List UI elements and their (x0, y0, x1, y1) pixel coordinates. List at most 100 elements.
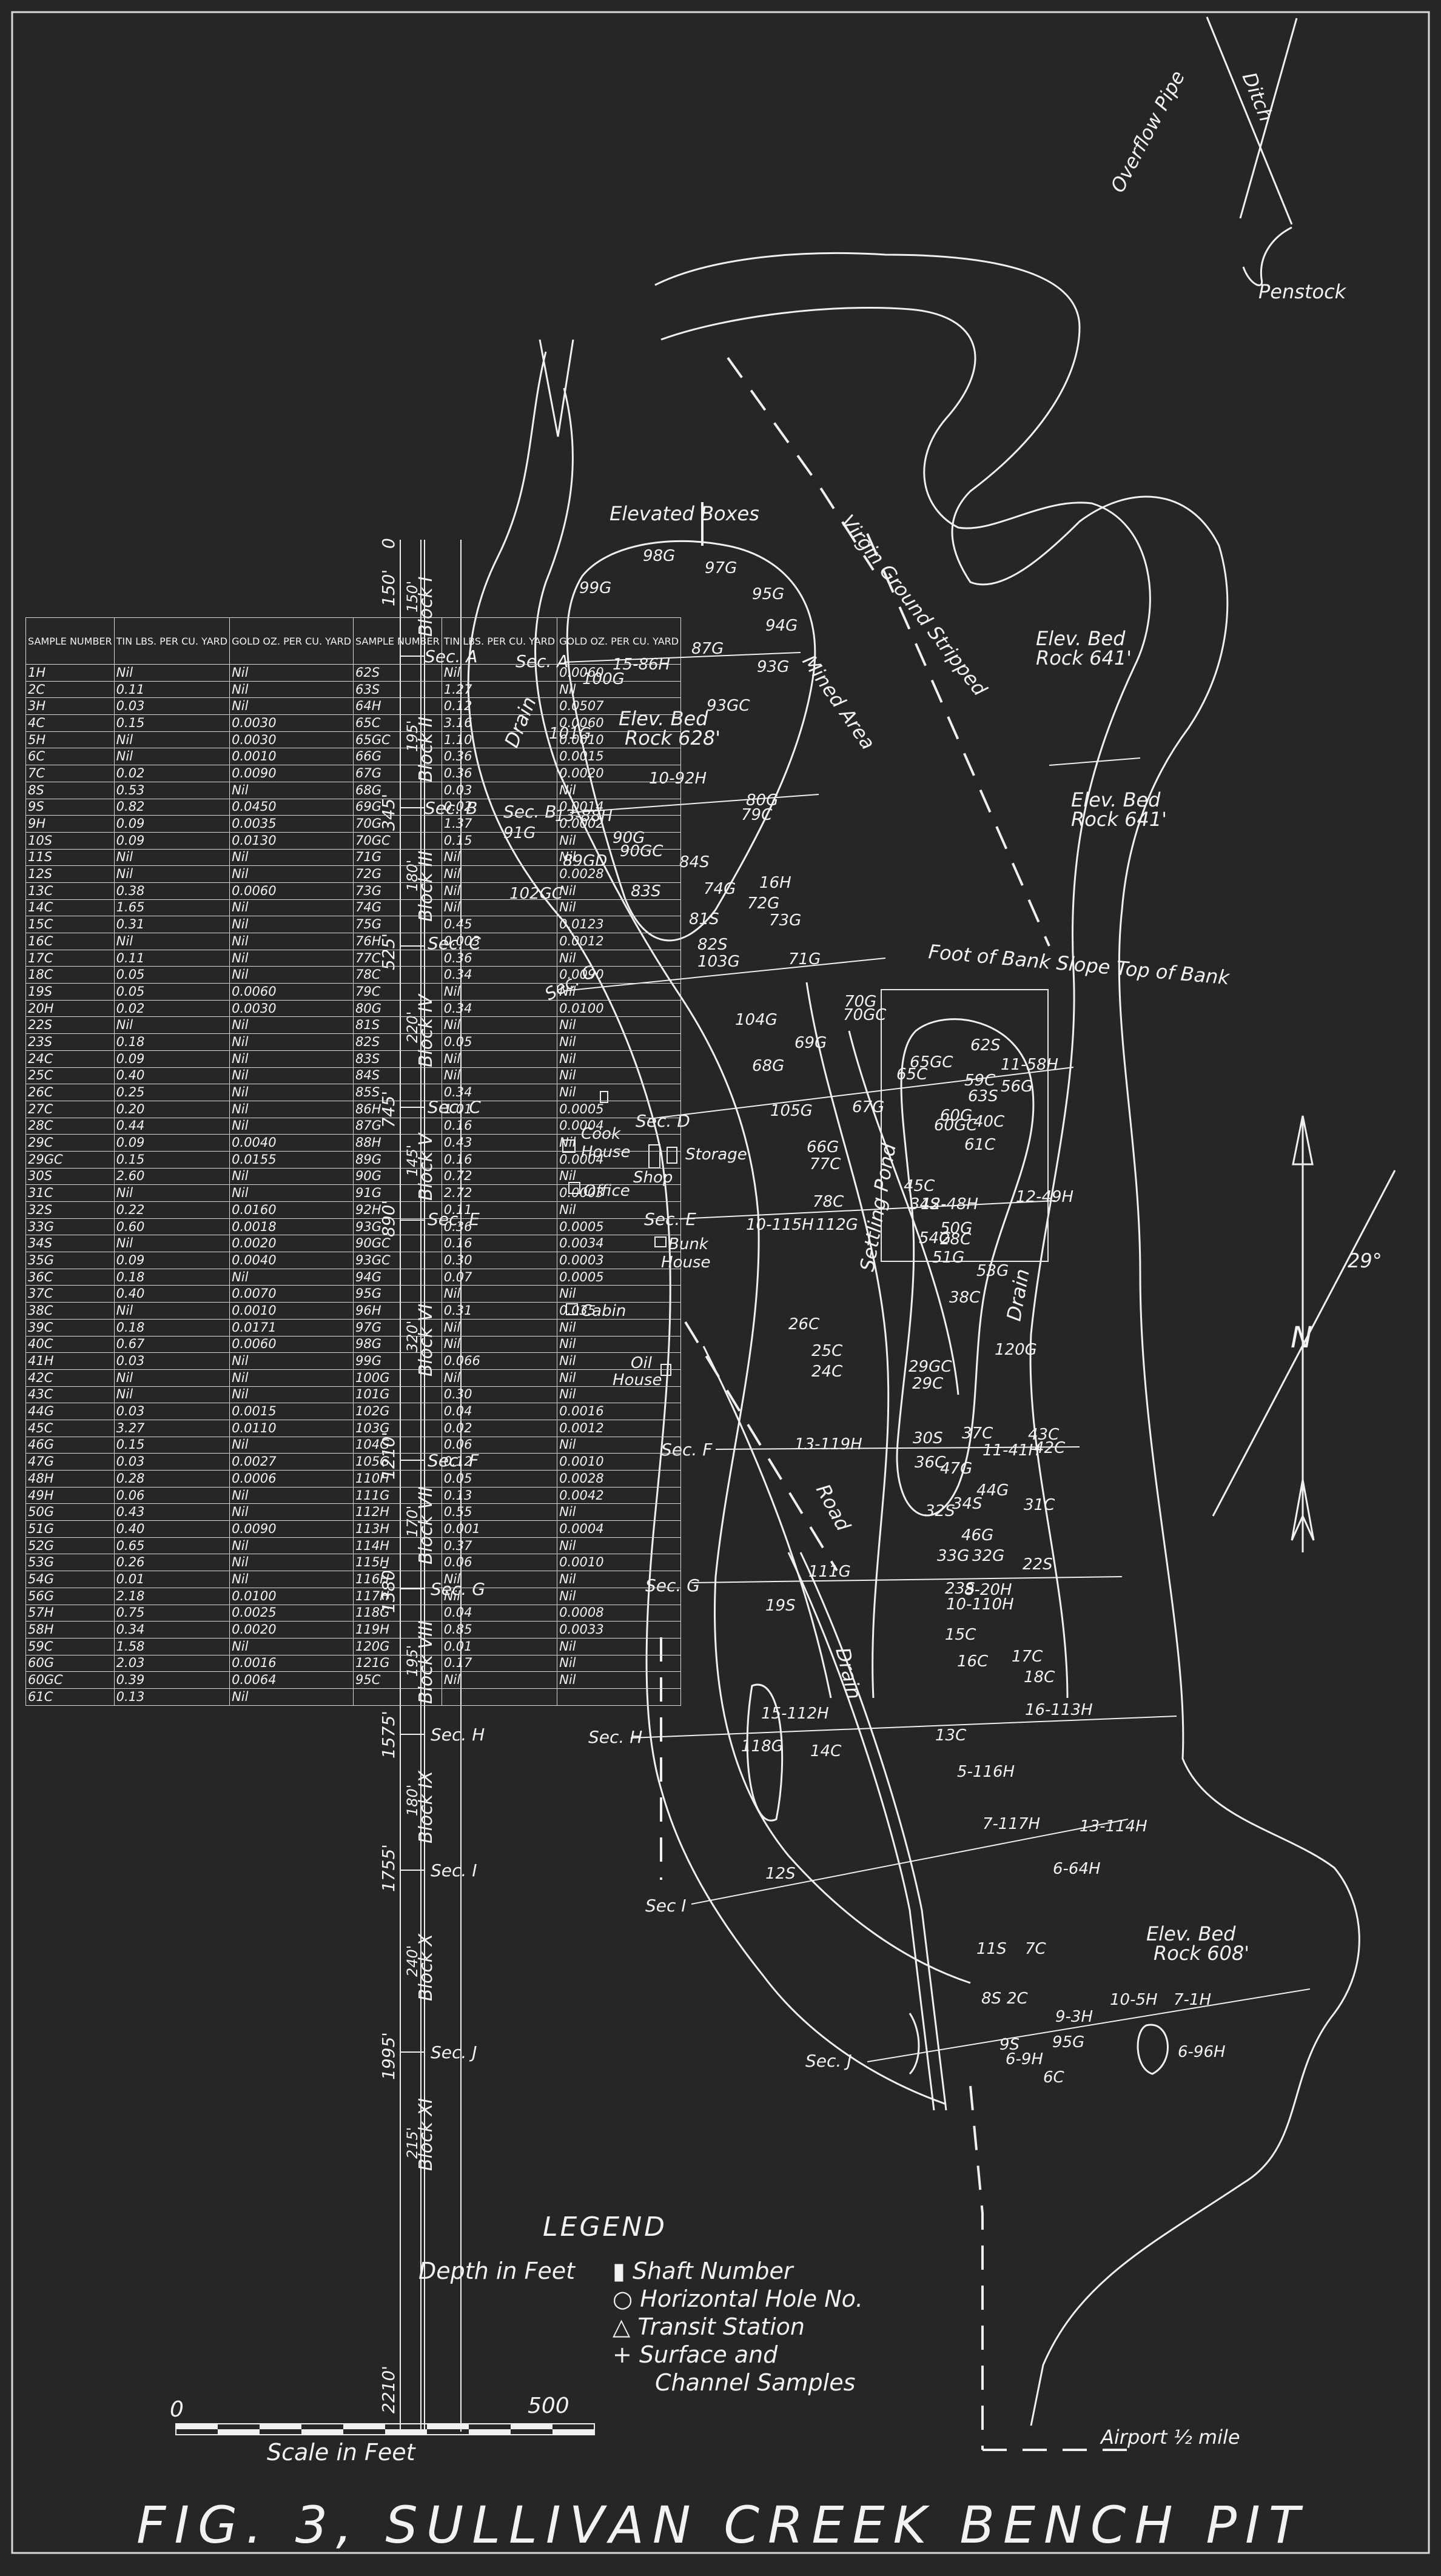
sample-label: 61C (964, 1136, 996, 1154)
table-cell: 0.05 (441, 1033, 558, 1051)
table-cell: Nil (441, 848, 558, 867)
sample-label: 6C (1043, 2068, 1065, 2087)
sample-label: 16-113H (1025, 1701, 1093, 1719)
table-cell: Nil (441, 983, 558, 1001)
table-cell: Nil (113, 1369, 230, 1387)
table-cell: Nil (229, 1436, 354, 1454)
contour-small-2 (909, 2013, 920, 2075)
table-cell: Nil (229, 865, 354, 883)
table-cell: 81S (353, 1016, 442, 1035)
sample-label: 32G (972, 1547, 1004, 1565)
table-cell: 0.09 (113, 1134, 230, 1152)
table-cell: 37C (25, 1285, 115, 1303)
table-cell: 0.12 (441, 1453, 558, 1471)
table-cell: 105G (353, 1453, 442, 1471)
table-cell: 0.0090 (557, 966, 682, 984)
table-cell: Nil (557, 1084, 682, 1101)
profile-depth: 0 (378, 538, 398, 549)
table-cell: Nil (229, 1084, 354, 1101)
table-cell: 0.0012 (557, 1419, 682, 1437)
table-cell: 0.11 (113, 949, 230, 967)
table-cell: 0.43 (441, 1134, 558, 1152)
table-cell: 0.035 (557, 1302, 682, 1320)
sample-label: 53G (976, 1262, 1009, 1280)
table-cell: 0.0010 (557, 731, 682, 749)
table-cell: 14C (25, 899, 115, 917)
profile-interval: 180' (404, 1785, 421, 1816)
sample-label: 34S (952, 1495, 982, 1513)
table-cell: 0.0003 (557, 1184, 682, 1202)
sample-label: 11-58H (1001, 1056, 1058, 1074)
table-cell: 0.72 (441, 1167, 558, 1186)
table-cell: 83S (353, 1050, 442, 1068)
table-cell: 0.0015 (557, 748, 682, 766)
table-cell: 0.36 (441, 748, 558, 766)
table-cell: 44G (25, 1403, 115, 1420)
table-cell: 0.001 (441, 1520, 558, 1538)
table-cell: 0.02 (113, 765, 230, 782)
table-cell: 70GC (353, 831, 442, 850)
table-cell: Nil (557, 1587, 682, 1605)
table-cell: 0.01 (113, 1571, 230, 1588)
sample-label: 105G (770, 1102, 813, 1120)
sample-label: 31C (1024, 1496, 1055, 1514)
sample-label: 23S (945, 1580, 975, 1598)
sample-label: 34S (910, 1195, 940, 1213)
table-cell: Nil (113, 933, 230, 950)
table-cell: 104G (353, 1436, 442, 1454)
table-cell: 73G (353, 882, 442, 900)
table-cell: 93GC (353, 1252, 442, 1269)
table-cell: 65GC (353, 731, 442, 749)
table-cell: Nil (229, 1100, 354, 1118)
sample-label: 74G (704, 880, 736, 898)
table-cell: Nil (441, 1671, 558, 1689)
table-cell: 0.0507 (557, 697, 682, 716)
table-cell: 93G (353, 1218, 442, 1236)
table-cell: Nil (113, 1016, 230, 1035)
table-cell: 0.16 (441, 1117, 558, 1135)
profile-block: Block X (415, 1933, 437, 2001)
sample-label: 59C (964, 1072, 996, 1090)
table-cell: 0.0016 (557, 1403, 682, 1420)
sample-label: 13-114H (1080, 1817, 1147, 1836)
table-cell: 52G (25, 1537, 115, 1555)
map-section: Sec. J (805, 2051, 852, 2071)
legend-item-transit: △ Transit Station (613, 2313, 805, 2341)
table-cell: 3.27 (113, 1419, 230, 1437)
sample-label: 47G (940, 1460, 972, 1478)
sample-label: 8S (981, 1990, 1001, 2008)
table-cell: 0.38 (113, 882, 230, 900)
table-cell: 0.04 (441, 1403, 558, 1420)
table-cell: 60GC (25, 1671, 115, 1689)
table-cell: 0.0010 (229, 748, 354, 766)
table-cell: 0.0060 (557, 714, 682, 732)
table-cell: Nil (441, 1067, 558, 1085)
table-cell: 110H (353, 1470, 442, 1488)
sample-label: 36C (915, 1454, 946, 1472)
table-cell: 0.17 (441, 1654, 558, 1672)
sample-label: 73G (769, 911, 801, 930)
profile-block: Block IX (415, 1769, 437, 1843)
table-cell: 0.0030 (229, 714, 354, 732)
sample-label: 45C (904, 1177, 935, 1195)
table-cell: 0.36 (441, 765, 558, 782)
table-cell: Nil (557, 1201, 682, 1219)
sample-label: 11-41H (982, 1441, 1040, 1460)
sample-label: 9-3H (1055, 2008, 1093, 2026)
table-cell: 0.03 (113, 1403, 230, 1420)
sample-label: 8-20H (964, 1581, 1012, 1599)
table-cell: 0.36 (441, 949, 558, 967)
shaft-icon: ▮ (613, 2258, 625, 2284)
table-cell (441, 1688, 558, 1706)
table-cell: 0.0064 (229, 1671, 354, 1689)
sample-label: 69G (794, 1034, 827, 1052)
table-cell: Nil (441, 664, 558, 682)
table-cell: 0.0060 (557, 664, 682, 682)
sample-label: 97G (705, 559, 737, 577)
